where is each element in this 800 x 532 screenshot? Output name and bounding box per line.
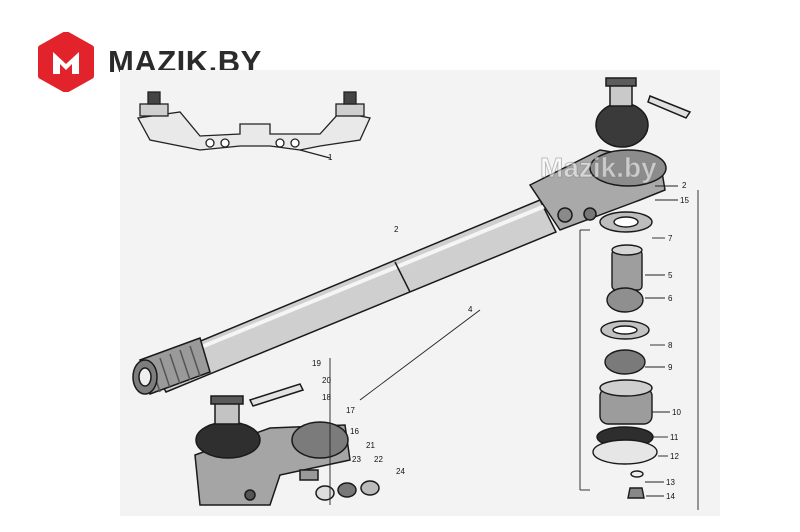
callout-5: 5 <box>668 271 673 280</box>
callout-15: 15 <box>680 196 689 205</box>
callout-21: 21 <box>366 441 375 450</box>
upper-ball-joint <box>528 77 692 231</box>
callout-16: 16 <box>350 427 359 436</box>
callout-11: 11 <box>670 433 679 442</box>
callout-12: 12 <box>670 452 679 461</box>
lower-ball-joint <box>194 383 380 506</box>
callout-22: 22 <box>374 455 383 464</box>
leader-lines <box>329 185 699 510</box>
callout-23: 23 <box>352 455 361 464</box>
callout-8: 8 <box>668 341 673 350</box>
callout-17: 17 <box>346 406 355 415</box>
callout-10: 10 <box>672 408 681 417</box>
callout-14: 14 <box>666 492 675 501</box>
callout-13: 13 <box>666 478 675 487</box>
callout-7: 7 <box>668 234 673 243</box>
callout-4: 4 <box>468 305 473 314</box>
callout-2b: 2 <box>682 181 687 190</box>
callout-numbers: 1 2 2 15 7 5 6 8 9 10 11 12 13 14 4 19 2… <box>312 153 689 501</box>
callout-2: 2 <box>394 225 399 234</box>
callout-24: 24 <box>396 467 405 476</box>
logo-hexagon-icon <box>38 32 94 92</box>
tie-rod <box>132 199 558 395</box>
callout-19: 19 <box>312 359 321 368</box>
exploded-parts <box>592 211 658 499</box>
callout-18: 18 <box>322 393 331 402</box>
callout-9: 9 <box>668 363 673 372</box>
callout-1: 1 <box>328 153 333 162</box>
overview-inset <box>136 91 371 159</box>
callout-6: 6 <box>668 294 673 303</box>
callout-20: 20 <box>322 376 331 385</box>
